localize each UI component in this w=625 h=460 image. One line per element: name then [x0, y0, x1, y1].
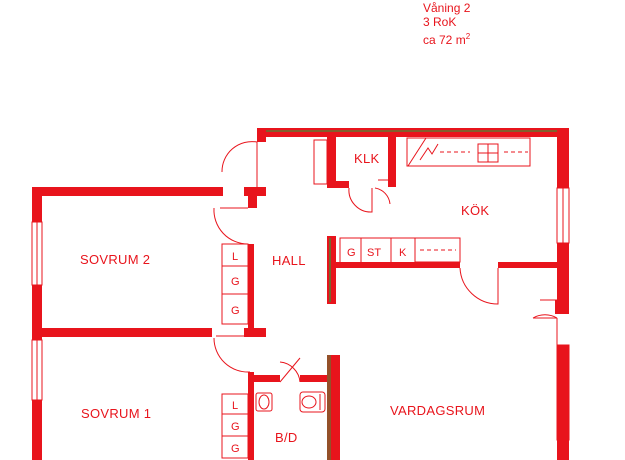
kitchen-fixtures	[221, 137, 531, 459]
wardrobe-label-s2-l: L	[232, 251, 238, 263]
room-label-sovrum-1: SOVRUM 1	[81, 406, 151, 421]
room-label-bd: B/D	[275, 430, 298, 445]
storage-label-st: ST	[367, 247, 381, 259]
walls	[32, 128, 569, 460]
wardrobe-label-s2-g1: G	[231, 276, 240, 288]
info-room-count: 3 RoK	[423, 15, 457, 29]
info-area: ca 72 m2	[423, 30, 470, 47]
info-area-value: ca 72 m	[423, 33, 466, 47]
room-label-klk: KLK	[354, 151, 380, 166]
room-label-hall: HALL	[272, 253, 306, 268]
storage-label-g: G	[347, 247, 356, 259]
room-label-kok: KÖK	[461, 203, 489, 218]
doors	[213, 141, 558, 383]
room-label-sovrum-2: SOVRUM 2	[80, 252, 150, 267]
wardrobe-label-s1-g2: G	[231, 443, 240, 455]
wardrobe-label-s1-l: L	[232, 400, 238, 412]
room-label-vardagsrum: VARDAGSRUM	[390, 403, 485, 418]
wardrobe-label-s2-g2: G	[231, 305, 240, 317]
storage-label-k: K	[399, 247, 407, 259]
windows	[31, 187, 570, 441]
info-area-unit: 2	[465, 32, 471, 41]
info-floor: Våning 2	[423, 1, 471, 15]
wardrobe-label-s1-g1: G	[231, 421, 240, 433]
